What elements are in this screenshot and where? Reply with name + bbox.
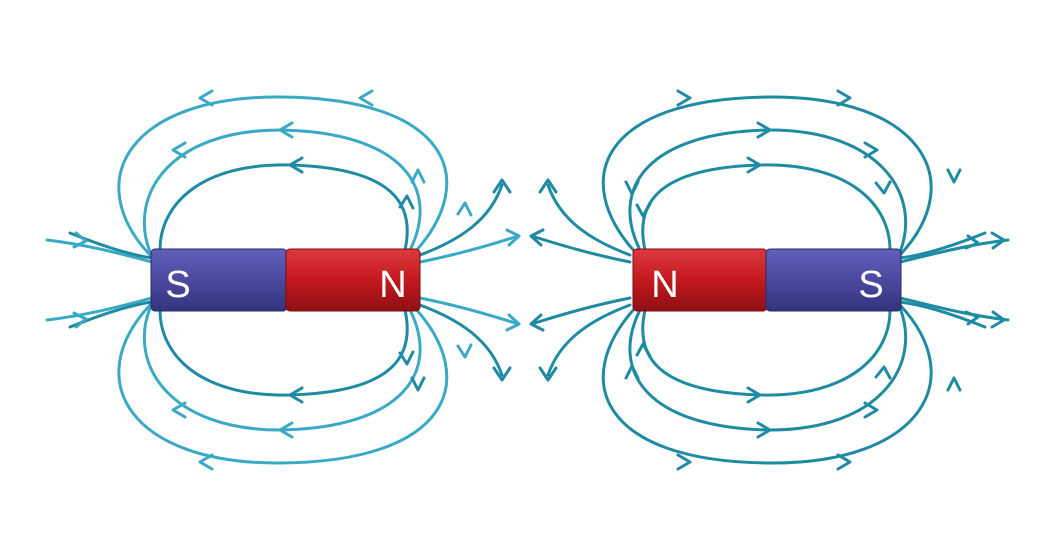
pole-label-s: S xyxy=(858,264,883,306)
field-arrow xyxy=(505,228,521,247)
field-arrow xyxy=(72,231,88,249)
field-line xyxy=(158,308,409,397)
field-line xyxy=(142,128,422,254)
field-arrow xyxy=(990,310,1006,329)
field-line xyxy=(601,303,933,465)
field-arrow xyxy=(874,180,892,195)
right-magnet-field-lines xyxy=(529,89,1010,471)
south-pole-block xyxy=(765,248,902,312)
field-arrow xyxy=(756,421,772,439)
field-arrow xyxy=(288,386,304,404)
field-arrow xyxy=(198,89,214,107)
field-line xyxy=(45,296,154,322)
bar-magnet-right: N S xyxy=(632,248,902,312)
field-line xyxy=(117,95,449,257)
field-arrow xyxy=(863,141,879,159)
field-arrow xyxy=(635,202,652,218)
pole-label-n: N xyxy=(379,264,406,306)
field-arrow xyxy=(278,421,294,439)
field-arrow xyxy=(358,89,374,107)
field-arrow xyxy=(529,228,545,247)
field-arrow xyxy=(492,366,512,382)
field-arrow xyxy=(288,156,304,174)
field-line xyxy=(628,306,908,432)
field-line xyxy=(898,238,1010,264)
field-line xyxy=(546,303,632,377)
field-arrow xyxy=(990,231,1006,250)
field-arrow xyxy=(538,366,558,382)
field-arrow xyxy=(171,141,187,159)
field-line xyxy=(45,238,154,264)
field-arrow xyxy=(624,180,640,196)
field-line xyxy=(533,235,632,264)
field-line xyxy=(898,231,987,260)
pole-label-s: S xyxy=(165,264,190,306)
field-line xyxy=(641,308,892,397)
field-line xyxy=(628,128,908,254)
field-line xyxy=(533,296,632,325)
field-arrow xyxy=(863,401,879,419)
field-arrow xyxy=(635,342,652,358)
field-arrow xyxy=(746,156,762,174)
field-arrow xyxy=(278,121,294,139)
field-arrow xyxy=(398,194,415,210)
field-line xyxy=(158,163,409,252)
field-arrow xyxy=(624,364,640,380)
field-arrow xyxy=(410,376,426,392)
field-arrow xyxy=(171,401,187,419)
field-arrow xyxy=(505,313,521,332)
pole-label-n: N xyxy=(651,264,678,306)
field-line xyxy=(418,235,517,264)
field-arrow xyxy=(964,234,980,250)
field-arrow xyxy=(538,178,558,194)
field-line xyxy=(601,95,933,257)
field-arrow xyxy=(72,311,88,329)
bar-magnet-left: S N xyxy=(150,248,421,312)
field-arrow xyxy=(836,453,852,471)
field-arrow xyxy=(676,453,692,471)
field-line xyxy=(418,296,517,325)
left-magnet-field-lines xyxy=(45,89,521,471)
field-arrow xyxy=(946,168,962,184)
field-line xyxy=(898,300,987,329)
field-line xyxy=(418,183,504,257)
field-arrow xyxy=(746,386,762,404)
field-line xyxy=(641,163,892,252)
field-line xyxy=(418,303,504,377)
field-arrow xyxy=(964,310,980,326)
field-arrow xyxy=(492,178,512,194)
field-arrow xyxy=(398,350,415,366)
field-arrow xyxy=(456,343,473,359)
field-arrow xyxy=(456,201,473,217)
field-line xyxy=(117,303,449,465)
field-arrow xyxy=(874,365,892,380)
field-line xyxy=(546,183,632,257)
field-arrow xyxy=(198,453,214,471)
field-arrow xyxy=(756,121,772,139)
field-arrow xyxy=(836,89,852,107)
field-arrow xyxy=(410,168,426,184)
field-arrow xyxy=(676,89,692,107)
field-line xyxy=(142,306,422,432)
field-arrow xyxy=(529,313,545,332)
field-arrow xyxy=(946,376,962,392)
north-pole-block xyxy=(285,248,421,312)
field-line xyxy=(898,296,1010,322)
